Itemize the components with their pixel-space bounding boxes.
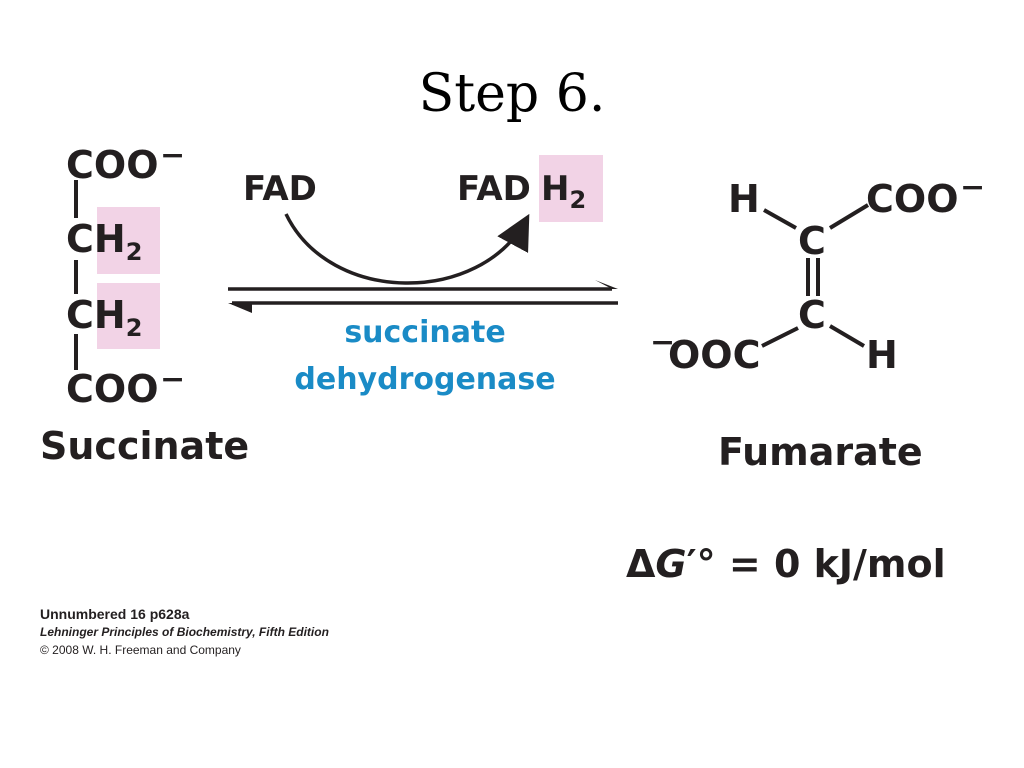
enzyme-line-2: dehydrogenase <box>294 361 556 397</box>
fumarate-bond-h-left <box>763 208 797 230</box>
fumarate-top-charge: − <box>960 170 986 205</box>
credit-book-title: Lehninger Principles of Biochemistry, Fi… <box>40 625 329 640</box>
fumarate-coo-top: COO <box>866 177 959 221</box>
delta-g-equation: ΔG′° = 0 kJ/mol <box>626 542 946 586</box>
fumarate-bottom-charge: − <box>650 325 676 360</box>
succinate-highlight-2 <box>97 283 160 349</box>
succinate-top-coo: COO <box>66 143 159 187</box>
credit-figure-id: Unnumbered 16 p628a <box>40 606 190 622</box>
fumarate-label: Fumarate <box>718 430 923 474</box>
fad-input: FAD <box>243 169 317 209</box>
succinate-bottom-charge: − <box>160 362 186 397</box>
fadh2-base: FAD <box>457 169 531 209</box>
fumarate-bond-coo-top <box>828 203 870 230</box>
fad-curve-arrow <box>284 213 530 285</box>
fadh2-highlight <box>539 155 603 222</box>
succinate-label: Succinate <box>40 424 250 468</box>
fumarate-c-top: C <box>798 219 826 263</box>
forward-arrow-head <box>595 280 618 289</box>
reverse-arrow-head <box>228 303 252 313</box>
fumarate-ooc-bottom: OOC <box>668 333 761 377</box>
succinate-highlight-1 <box>97 207 160 274</box>
succinate-ch2-1: CH2 <box>66 217 143 266</box>
fumarate-h-left: H <box>728 177 760 221</box>
fadh2-h2: H2 <box>541 169 587 214</box>
fumarate-bond-ooc <box>761 326 799 348</box>
succinate-bottom-coo: COO <box>66 367 159 411</box>
fumarate-h-right: H <box>866 333 898 377</box>
credit-copyright: © 2008 W. H. Freeman and Company <box>40 642 241 657</box>
fumarate-c-bottom: C <box>798 293 826 337</box>
enzyme-label: succinate dehydrogenase <box>270 310 580 403</box>
succinate-ch2-2: CH2 <box>66 293 143 342</box>
enzyme-line-1: succinate <box>344 315 506 350</box>
figure-credit: Unnumbered 16 p628a Lehninger Principles… <box>40 604 329 659</box>
fumarate-bond-h-right <box>828 324 866 348</box>
slide-title: Step 6. <box>418 64 606 124</box>
succinate-top-charge: − <box>160 138 186 173</box>
